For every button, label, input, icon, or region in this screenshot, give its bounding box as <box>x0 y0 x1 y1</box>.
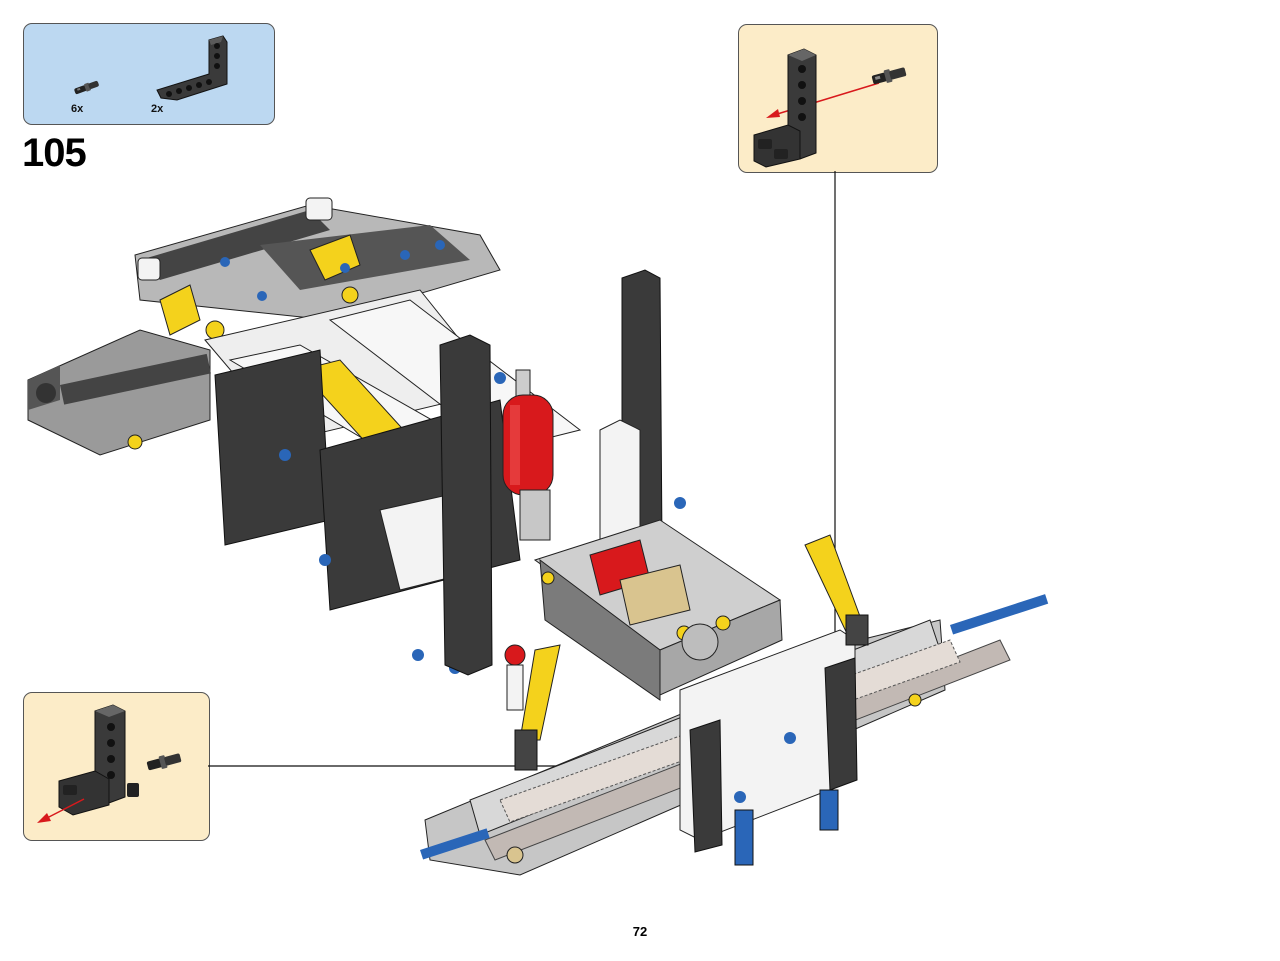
front-axle-assembly <box>420 594 1049 876</box>
red-connector-part <box>504 644 526 711</box>
rear-axle-assembly <box>27 197 501 456</box>
page-number: 72 <box>632 924 648 939</box>
axle-pin-connector-icon <box>74 80 99 95</box>
l-beam-icon <box>156 35 228 101</box>
part-qty-l-beam: 2x <box>151 103 164 115</box>
step-number: 105 <box>22 131 87 175</box>
shock-absorbers <box>514 534 869 771</box>
part-qty-axle-pin: 6x <box>71 103 84 115</box>
upright-beams <box>439 269 663 676</box>
red-air-tank <box>502 369 554 541</box>
parts-list-box: 6x 2x <box>23 23 275 125</box>
l-beam-pin-assembly-icon <box>753 48 907 168</box>
l-beam-pin-assembly-mirror-icon <box>37 704 182 823</box>
callout-subassembly-bottom <box>23 692 210 841</box>
engine-block <box>533 519 783 701</box>
callout-subassembly-top <box>738 24 938 173</box>
